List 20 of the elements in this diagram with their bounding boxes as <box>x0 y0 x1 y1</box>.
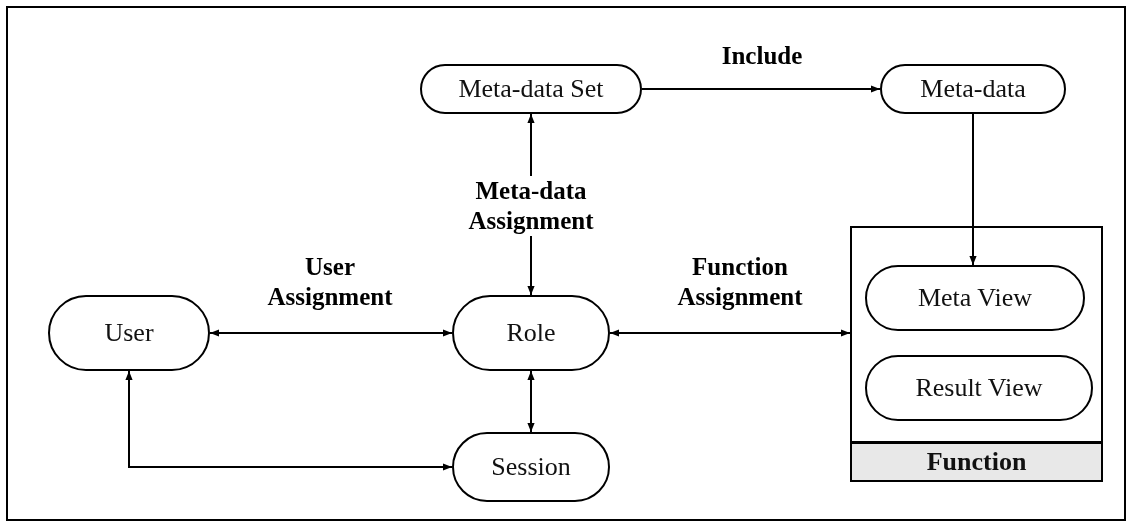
node-label: Result View <box>915 373 1043 403</box>
node-label: Meta-data Set <box>458 74 604 104</box>
connector-arrow <box>209 329 453 337</box>
edge-label: User Assignment <box>266 252 394 312</box>
connector-arrow <box>641 85 881 93</box>
edge-label: Function Assignment <box>676 252 804 312</box>
connector-arrow <box>125 370 453 471</box>
group-box <box>850 226 1103 482</box>
edge-label: Include <box>720 41 804 71</box>
node-label: Meta-data <box>920 74 1026 104</box>
rounded-box <box>420 64 642 114</box>
node-label: Meta View <box>917 283 1033 313</box>
connector-arrow <box>969 113 977 266</box>
node-label: Role <box>506 318 556 348</box>
connector-arrow <box>609 329 851 337</box>
node-label: User <box>104 318 154 348</box>
connector-arrow <box>527 370 535 433</box>
rounded-box <box>880 64 1066 114</box>
group-title: Function <box>926 447 1027 477</box>
node-label: Session <box>491 452 571 482</box>
